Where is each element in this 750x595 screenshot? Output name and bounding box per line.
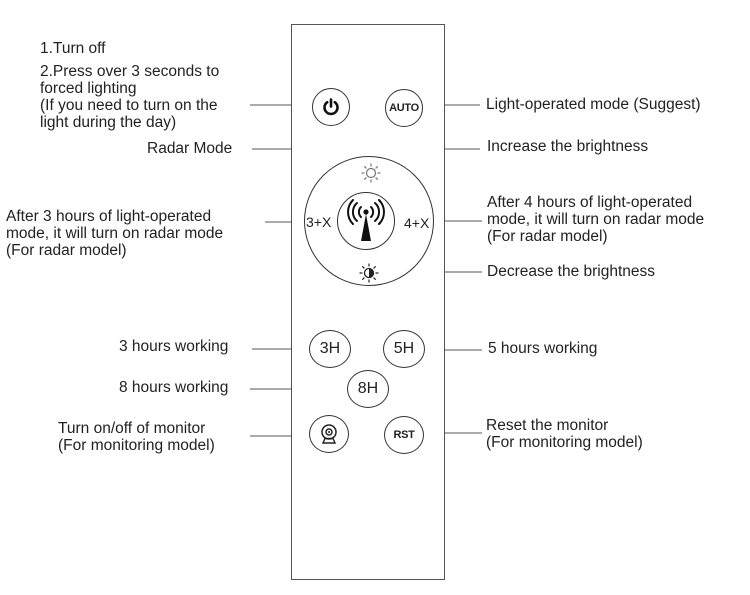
label-five-hours: 5 hours working bbox=[488, 340, 598, 357]
power-icon bbox=[323, 98, 339, 116]
reset-button[interactable]: RST bbox=[384, 416, 424, 454]
sun-outline-icon[interactable] bbox=[360, 162, 382, 184]
label-turn-off-4: (If you need to turn on the bbox=[40, 97, 218, 114]
label-turn-off-5: light during the day) bbox=[40, 114, 177, 131]
label-three-hours: 3 hours working bbox=[119, 338, 229, 355]
brightness-ring bbox=[304, 156, 434, 286]
label-after4-1: After 4 hours of light-operated bbox=[487, 194, 693, 211]
four-plus-x-button[interactable]: 4+X bbox=[404, 215, 430, 231]
power-button[interactable] bbox=[312, 88, 350, 126]
label-turn-off-2: 2.Press over 3 seconds to bbox=[40, 63, 220, 80]
label-turn-off-3: forced lighting bbox=[40, 80, 137, 97]
label-monitor-1: Turn on/off of monitor bbox=[58, 420, 206, 437]
radar-mode-button[interactable] bbox=[337, 192, 395, 250]
monitor-button[interactable] bbox=[309, 415, 349, 453]
three-plus-x-button[interactable]: 3+X bbox=[306, 214, 332, 230]
label-turn-off-1: 1.Turn off bbox=[40, 40, 106, 57]
label-light-mode: Light-operated mode (Suggest) bbox=[486, 96, 701, 113]
label-after3-1: After 3 hours of light-operated bbox=[6, 208, 212, 225]
label-after3-2: mode, it will turn on radar mode bbox=[6, 225, 224, 242]
label-radar-mode: Radar Mode bbox=[147, 140, 233, 157]
label-after3-3: (For radar model) bbox=[6, 242, 127, 259]
label-decrease: Decrease the brightness bbox=[487, 263, 656, 280]
label-after4-3: (For radar model) bbox=[487, 228, 608, 245]
label-reset-2: (For monitoring model) bbox=[486, 434, 643, 451]
sun-half-icon[interactable] bbox=[358, 262, 380, 284]
label-monitor-2: (For monitoring model) bbox=[58, 437, 215, 454]
radar-antenna-icon bbox=[347, 199, 385, 241]
label-after4-2: mode, it will turn on radar mode bbox=[487, 211, 705, 228]
eight-hours-button[interactable]: 8H bbox=[347, 370, 389, 408]
five-hours-button[interactable]: 5H bbox=[383, 330, 425, 368]
three-hours-button[interactable]: 3H bbox=[309, 330, 351, 368]
label-eight-hours: 8 hours working bbox=[119, 379, 229, 396]
webcam-icon bbox=[321, 424, 337, 444]
label-reset-1: Reset the monitor bbox=[486, 417, 609, 434]
auto-button[interactable]: AUTO bbox=[385, 89, 423, 127]
label-increase: Increase the brightness bbox=[487, 138, 649, 155]
